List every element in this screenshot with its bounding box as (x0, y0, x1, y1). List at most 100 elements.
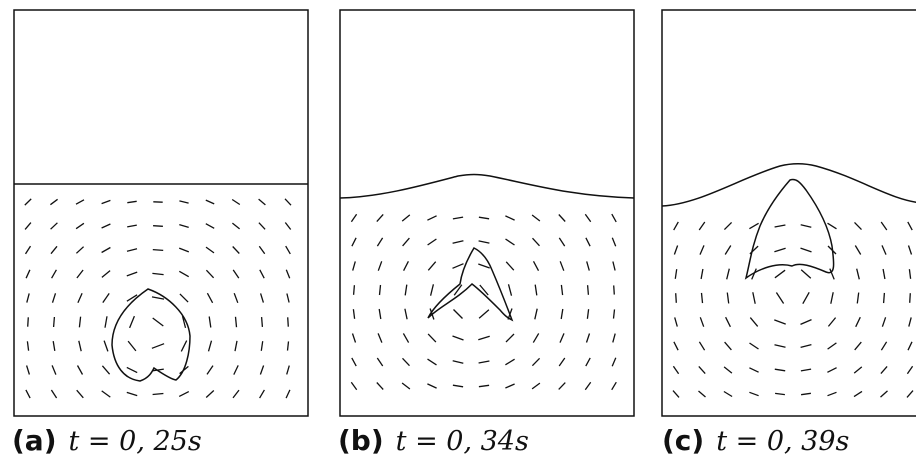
velocity-vector (800, 269, 812, 279)
velocity-vector (285, 245, 291, 255)
caption-a-time: t = 0, 25s (68, 426, 202, 457)
velocity-vector (774, 368, 786, 372)
velocity-vector (75, 222, 85, 230)
velocity-vector (829, 268, 835, 280)
velocity-vector (611, 381, 617, 391)
velocity-vector (181, 315, 187, 329)
velocity-vector (908, 269, 912, 279)
velocity-vector (452, 360, 464, 364)
velocity-vector (101, 390, 111, 398)
velocity-vector (25, 389, 31, 399)
velocity-vector (800, 368, 812, 372)
velocity-vector (558, 214, 566, 222)
velocity-vector (700, 268, 704, 280)
velocity-vector (478, 263, 490, 269)
velocity-vector (208, 316, 212, 328)
velocity-vector (233, 292, 239, 304)
velocity-vector (285, 269, 291, 279)
velocity-vector (152, 392, 164, 396)
velocity-vector (827, 391, 837, 397)
velocity-vector (102, 293, 110, 303)
velocity-vector (532, 333, 540, 343)
velocity-vector (532, 260, 540, 272)
velocity-vector (726, 292, 730, 304)
velocity-vector (404, 308, 408, 320)
velocity-vector (51, 293, 57, 303)
velocity-vector (178, 391, 190, 397)
velocity-vector (26, 293, 30, 303)
velocity-vector (505, 333, 515, 343)
velocity-vector (232, 269, 240, 279)
velocity-vector (531, 382, 541, 390)
velocity-vector (558, 237, 566, 247)
velocity-vector (376, 213, 384, 223)
panel-c-frame (661, 9, 916, 417)
velocity-vector (179, 223, 189, 229)
panel-a (13, 9, 309, 417)
velocity-vector (612, 333, 616, 343)
velocity-vector (452, 240, 464, 244)
velocity-vector (179, 200, 189, 204)
velocity-vector (260, 317, 264, 327)
velocity-vector (751, 268, 757, 280)
velocity-vector (880, 221, 888, 231)
velocity-vector (350, 381, 358, 391)
velocity-vector (127, 224, 137, 228)
panel-b-frame (339, 9, 635, 417)
velocity-vector (179, 365, 189, 375)
velocity-vector (206, 292, 214, 304)
velocity-vector (233, 365, 239, 375)
velocity-vector (827, 367, 837, 373)
velocity-vector (698, 390, 706, 398)
velocity-vector (351, 237, 357, 247)
velocity-vector (284, 222, 292, 230)
velocity-vector (127, 200, 137, 204)
caption-b: (b) t = 0, 34s (338, 424, 529, 464)
velocity-vector (749, 245, 759, 255)
velocity-vector (350, 213, 358, 223)
velocity-vector (404, 284, 408, 296)
velocity-vector (287, 317, 289, 327)
velocity-vector (234, 340, 238, 352)
velocity-vector (909, 293, 911, 303)
velocity-vector (25, 365, 31, 375)
velocity-vector (478, 216, 490, 220)
velocity-vector (585, 237, 591, 247)
velocity-vector (558, 357, 566, 367)
velocity-vector (584, 213, 592, 223)
velocity-vector (377, 333, 383, 343)
velocity-vector (205, 199, 215, 205)
velocity-vector (152, 248, 164, 252)
velocity-vector (76, 269, 84, 279)
velocity-vector (453, 309, 463, 319)
velocity-vector (749, 391, 759, 397)
velocity-vector (259, 389, 265, 399)
velocity-vector (205, 246, 215, 254)
velocity-vector (452, 216, 464, 220)
velocity-vector (76, 389, 84, 399)
velocity-vector (427, 215, 437, 221)
velocity-vector (452, 384, 464, 388)
velocity-vector (882, 292, 886, 304)
velocity-vector (259, 269, 265, 279)
velocity-vector (478, 240, 490, 244)
velocity-vector (75, 199, 85, 205)
velocity-vector (749, 222, 759, 230)
velocity-vector (907, 245, 913, 255)
velocity-vector (856, 292, 860, 304)
velocity-vector (452, 263, 464, 269)
panel-a-bubble (111, 288, 191, 382)
velocity-vector (205, 223, 215, 229)
panel-b-free-surface (339, 173, 635, 199)
velocity-vector (586, 285, 590, 295)
velocity-vector (104, 316, 108, 328)
velocity-vector (534, 284, 538, 296)
velocity-vector (24, 198, 32, 206)
velocity-vector (52, 340, 56, 352)
velocity-vector (611, 213, 617, 223)
velocity-vector (612, 261, 616, 271)
velocity-vector (505, 215, 515, 221)
velocity-vector (50, 245, 58, 255)
velocity-vector (259, 293, 265, 303)
